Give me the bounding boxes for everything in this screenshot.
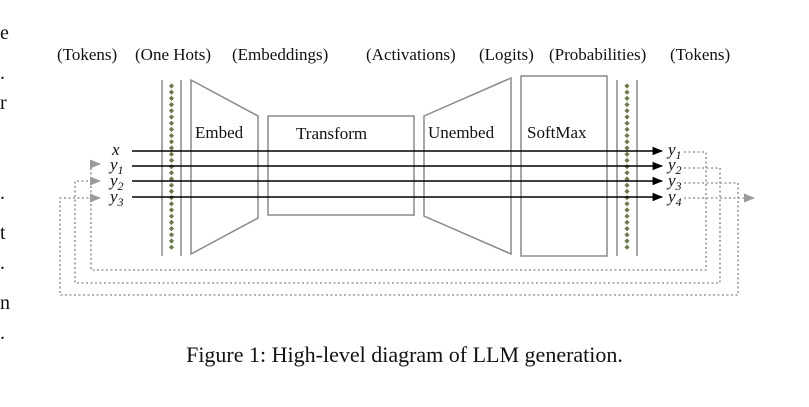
onehot-dot [624, 139, 630, 145]
input-label-2: y2 [108, 171, 124, 193]
onehot-dot [168, 170, 175, 176]
margin-char: t [0, 222, 6, 244]
onehot-dot [168, 232, 175, 238]
onehot-dot [624, 102, 630, 108]
margin-char: . [0, 322, 5, 344]
output-label-3: y4 [666, 187, 682, 209]
feedback-loop-1 [89, 151, 707, 271]
onehot-dot [624, 213, 630, 219]
onehot-dot [624, 207, 630, 213]
onehot-dot [624, 157, 630, 163]
onehot-dot [624, 232, 630, 238]
onehot-dot [624, 114, 630, 120]
onehot-dot [624, 238, 630, 244]
transform-label: Transform [296, 124, 367, 143]
stage-label-probabilities: (Probabilities) [549, 45, 646, 64]
onehot-dot [624, 201, 630, 207]
margin-char: . [0, 252, 5, 274]
llm-generation-diagram: (Tokens) (One Hots) (Embeddings) (Activa… [57, 45, 756, 296]
input-label-0: x [111, 140, 120, 159]
onehot-dot [624, 89, 630, 95]
token-flow-arrows [132, 146, 664, 202]
output-label-0: y1 [666, 140, 682, 162]
onehot-dot [168, 108, 175, 114]
output-label-1: y2 [666, 155, 682, 177]
feedback-loop-3 [59, 182, 739, 296]
onehot-dot [624, 95, 630, 101]
onehot-dot [624, 83, 630, 89]
onehot-dot [168, 83, 175, 89]
unembed-label: Unembed [428, 123, 495, 142]
embed-label: Embed [195, 123, 244, 142]
onehot-dot [168, 244, 175, 250]
margin-char: . [0, 62, 5, 84]
softmax-label: SoftMax [527, 123, 587, 142]
onehot-dot [168, 133, 175, 139]
onehot-dot [168, 120, 175, 126]
onehot-dot [624, 120, 630, 126]
input-label-3: y3 [108, 187, 124, 209]
onehot-dot [168, 238, 175, 244]
onehot-dot [168, 151, 175, 157]
onehot-column-left [161, 80, 182, 256]
onehot-dot [624, 226, 630, 232]
onehot-dot [168, 182, 175, 188]
onehot-dot [624, 133, 630, 139]
input-label-1: y1 [108, 155, 124, 177]
onehot-dot [168, 102, 175, 108]
onehot-dot [168, 226, 175, 232]
onehot-dot [168, 219, 175, 225]
onehot-column-right [616, 80, 638, 256]
onehot-dot [624, 170, 630, 176]
onehot-dot [624, 244, 630, 250]
onehot-dot [168, 207, 175, 213]
stage-label-activations: (Activations) [366, 45, 456, 64]
onehot-dot [168, 201, 175, 207]
onehot-dot [168, 139, 175, 145]
feedback-loops [59, 151, 756, 296]
margin-char: . [0, 182, 5, 204]
margin-char: e [0, 22, 9, 44]
feedback-loop-2 [74, 167, 721, 284]
figure-caption: Figure 1: High-level diagram of LLM gene… [186, 342, 623, 367]
stage-label-embeddings: (Embeddings) [232, 45, 328, 64]
output-label-2: y3 [666, 171, 682, 193]
margin-char: n [0, 292, 10, 314]
onehot-dot [168, 126, 175, 132]
onehot-dot [168, 213, 175, 219]
onehot-dot [624, 219, 630, 225]
embed-block [190, 78, 259, 256]
onehot-dot [168, 145, 175, 151]
onehot-dot [624, 145, 630, 151]
onehot-dot [168, 188, 175, 194]
onehot-dot [624, 108, 630, 114]
onehot-dot [624, 188, 630, 194]
onehot-dot [624, 182, 630, 188]
stage-label-tokens-in: (Tokens) [57, 45, 117, 64]
onehot-dot [624, 151, 630, 157]
onehot-dot [168, 157, 175, 163]
onehot-dot [168, 95, 175, 101]
onehot-dot [168, 89, 175, 95]
unembed-block [423, 76, 512, 256]
stage-label-one-hots: (One Hots) [135, 45, 211, 64]
onehot-dot [624, 126, 630, 132]
stage-label-tokens-out: (Tokens) [670, 45, 730, 64]
stage-label-logits: (Logits) [479, 45, 534, 64]
margin-char: r [0, 92, 7, 114]
onehot-dot [168, 114, 175, 120]
